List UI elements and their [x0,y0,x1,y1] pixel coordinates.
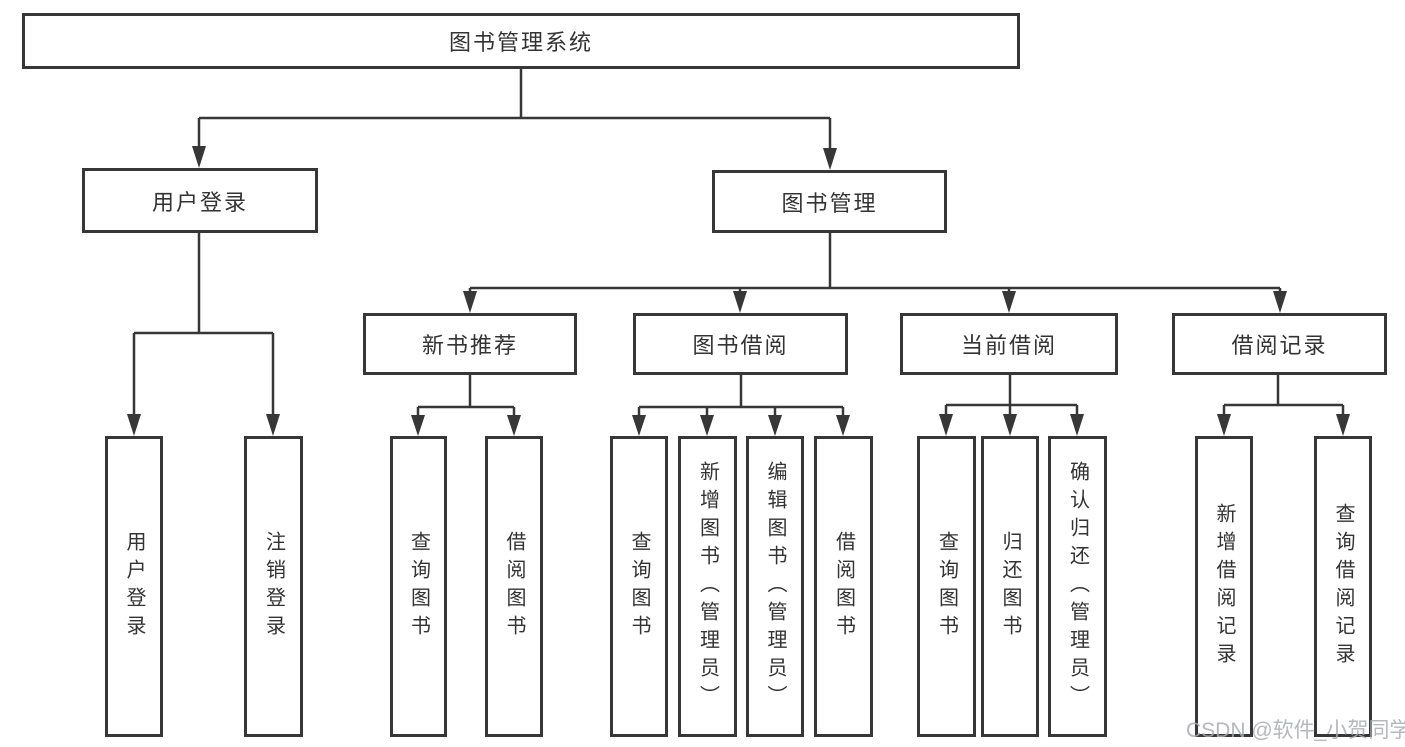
node-label: 查询图书 [407,530,430,643]
node-label: 确认归还（管理员） [1066,460,1089,713]
node-book-borrow: 图书借阅 [633,313,848,375]
leaf-query-borrow-record: 查询借阅记录 [1314,436,1372,737]
leaf-query-books-recommend: 查询图书 [390,436,447,737]
node-user-login: 用户登录 [82,168,318,233]
node-label: 编辑图书（管理员） [764,460,786,713]
leaf-logout: 注销登录 [244,436,303,737]
leaf-borrow-books: 借阅图书 [814,436,873,737]
leaf-add-books-admin: 新增图书（管理员） [678,436,737,737]
leaf-edit-books-admin: 编辑图书（管理员） [746,436,804,737]
node-label: 图书管理 [781,190,878,216]
node-label: 新增图书（管理员） [696,460,719,713]
node-root-library-system: 图书管理系统 [22,13,1020,69]
leaf-add-borrow-record: 新增借阅记录 [1195,436,1253,737]
node-label: 查询图书 [628,530,650,643]
node-label: 借阅图书 [832,530,855,643]
node-label: 借阅记录 [1231,333,1328,358]
leaf-confirm-return-admin: 确认归还（管理员） [1048,436,1107,737]
node-label: 新书推荐 [421,333,518,358]
node-new-book-recommend: 新书推荐 [363,313,577,375]
leaf-user-login: 用户登录 [105,436,163,737]
node-label: 图书管理系统 [448,30,593,55]
node-book-management: 图书管理 [712,170,947,233]
node-label: 归还图书 [999,530,1021,643]
node-label: 用户登录 [123,530,145,643]
node-label: 图书借阅 [692,333,789,358]
node-label: 借阅图书 [503,530,525,643]
node-label: 新增借阅记录 [1213,502,1235,671]
csdn-watermark: CSDN @软件_小贺同学 [1186,719,1405,742]
node-label: 查询借阅记录 [1332,502,1354,671]
node-label: 注销登录 [262,530,285,643]
node-borrow-records: 借阅记录 [1172,313,1387,375]
leaf-query-books-borrow: 查询图书 [610,436,668,737]
node-label: 查询图书 [935,530,958,643]
leaf-return-books: 归还图书 [981,436,1039,737]
node-label: 用户登录 [151,189,248,215]
node-current-borrow: 当前借阅 [900,313,1118,375]
leaf-query-books-current: 查询图书 [917,436,976,737]
leaf-borrow-books-recommend: 借阅图书 [485,436,543,737]
node-label: 当前借阅 [960,333,1057,358]
